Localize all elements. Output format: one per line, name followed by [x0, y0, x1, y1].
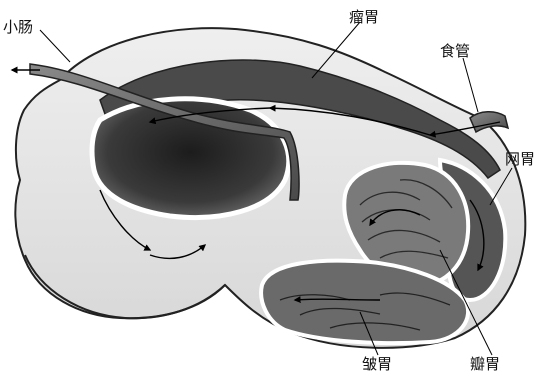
label-omasum: 瓣胃 — [470, 357, 500, 372]
label-reticulum: 网胃 — [505, 152, 535, 167]
label-abomasum: 皱胃 — [362, 357, 392, 372]
label-esophagus: 食管 — [440, 44, 470, 59]
label-rumen: 瘤胃 — [349, 10, 379, 25]
label-small-intestine: 小肠 — [3, 20, 33, 35]
